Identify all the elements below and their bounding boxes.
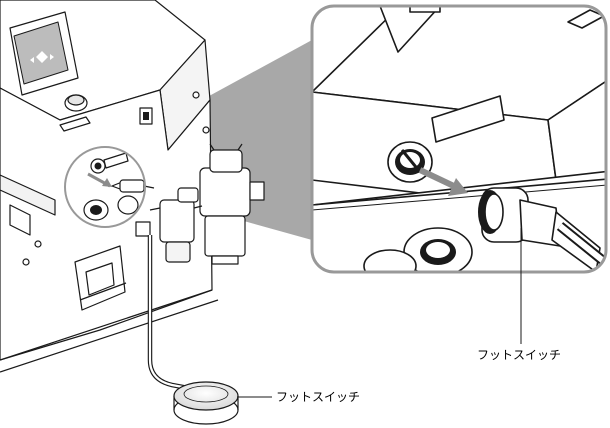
machine-body (0, 0, 265, 373)
foot-switch-pedal (173, 381, 239, 425)
foot-switch-label-main: フットスイッチ (276, 390, 361, 404)
zoom-source-circle (64, 146, 146, 228)
zoom-detail-frame (310, 4, 608, 274)
foot-switch-label-detail: フットスイッチ (477, 348, 562, 362)
connect-arrow-large (418, 167, 460, 191)
